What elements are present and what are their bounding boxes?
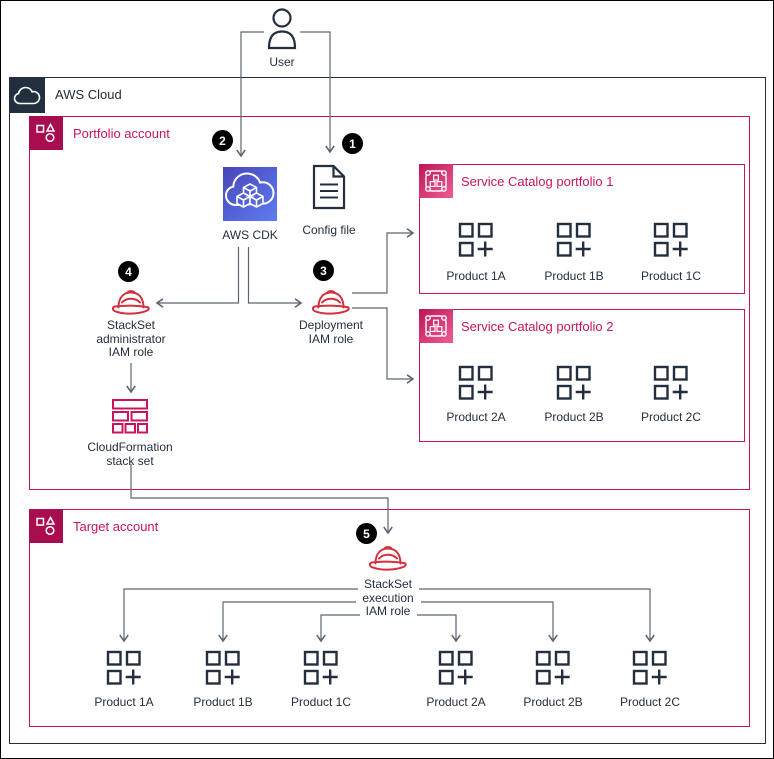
product-icon bbox=[106, 650, 142, 686]
iam-role-icon bbox=[110, 287, 152, 317]
product-icon bbox=[458, 222, 494, 258]
stackset-exec-role-label: StackSet execution IAM role bbox=[362, 577, 414, 618]
product-icon bbox=[458, 365, 494, 401]
cloudformation-stackset-icon bbox=[112, 399, 148, 434]
portfolio-account-group bbox=[29, 116, 750, 490]
product-icon bbox=[556, 222, 592, 258]
product-icon bbox=[205, 650, 241, 686]
step-badge-1: 1 bbox=[342, 133, 363, 154]
product-label: Product 2A bbox=[446, 410, 506, 424]
service-catalog-icon bbox=[419, 164, 453, 198]
deployment-role-label: Deployment IAM role bbox=[298, 318, 364, 346]
product-label: Product 1C bbox=[640, 269, 702, 283]
target-account-group bbox=[29, 509, 750, 727]
service-catalog-portfolio2-group bbox=[419, 309, 745, 442]
aws-cloud-icon bbox=[9, 77, 45, 113]
product-label: Product 2C bbox=[640, 410, 702, 424]
portfolio-account-icon bbox=[29, 116, 63, 150]
cloudformation-stackset-label: CloudFormation stack set bbox=[87, 440, 173, 468]
config-file-label: Config file bbox=[302, 223, 356, 237]
product-label: Product 2B bbox=[544, 410, 604, 424]
portfolio2-title: Service Catalog portfolio 2 bbox=[461, 319, 614, 334]
product-label: Product 1C bbox=[290, 695, 352, 709]
target-account-title: Target account bbox=[73, 519, 159, 534]
config-file-icon bbox=[312, 164, 346, 210]
user-label: User bbox=[269, 55, 295, 69]
product-label: Product 2B bbox=[523, 695, 583, 709]
iam-role-icon bbox=[367, 543, 409, 573]
product-icon bbox=[653, 365, 689, 401]
step-badge-5: 5 bbox=[356, 523, 377, 544]
product-icon bbox=[303, 650, 339, 686]
product-icon bbox=[438, 650, 474, 686]
target-account-icon bbox=[29, 509, 63, 543]
product-label: Product 2C bbox=[619, 695, 681, 709]
portfolio-account-title: Portfolio account bbox=[73, 126, 170, 141]
product-icon bbox=[535, 650, 571, 686]
product-icon bbox=[556, 365, 592, 401]
product-label: Product 2A bbox=[426, 695, 486, 709]
step-badge-4: 4 bbox=[118, 261, 139, 282]
iam-role-icon bbox=[310, 287, 352, 317]
aws-cloud-group bbox=[9, 77, 766, 744]
portfolio1-title: Service Catalog portfolio 1 bbox=[461, 174, 614, 189]
step-badge-3: 3 bbox=[313, 260, 334, 281]
product-icon bbox=[632, 650, 668, 686]
product-label: Product 1A bbox=[446, 269, 506, 283]
product-label: Product 1B bbox=[193, 695, 253, 709]
aws-cdk-label: AWS CDK bbox=[222, 228, 278, 242]
aws-cdk-icon bbox=[223, 167, 277, 221]
service-catalog-icon bbox=[419, 309, 453, 343]
product-label: Product 1B bbox=[544, 269, 604, 283]
step-badge-2: 2 bbox=[212, 130, 233, 151]
user-icon bbox=[267, 8, 297, 50]
service-catalog-portfolio1-group bbox=[419, 164, 745, 294]
product-icon bbox=[653, 222, 689, 258]
product-label: Product 1A bbox=[94, 695, 154, 709]
stackset-admin-role-label: StackSet administrator IAM role bbox=[96, 318, 166, 359]
aws-cloud-title: AWS Cloud bbox=[55, 87, 122, 102]
